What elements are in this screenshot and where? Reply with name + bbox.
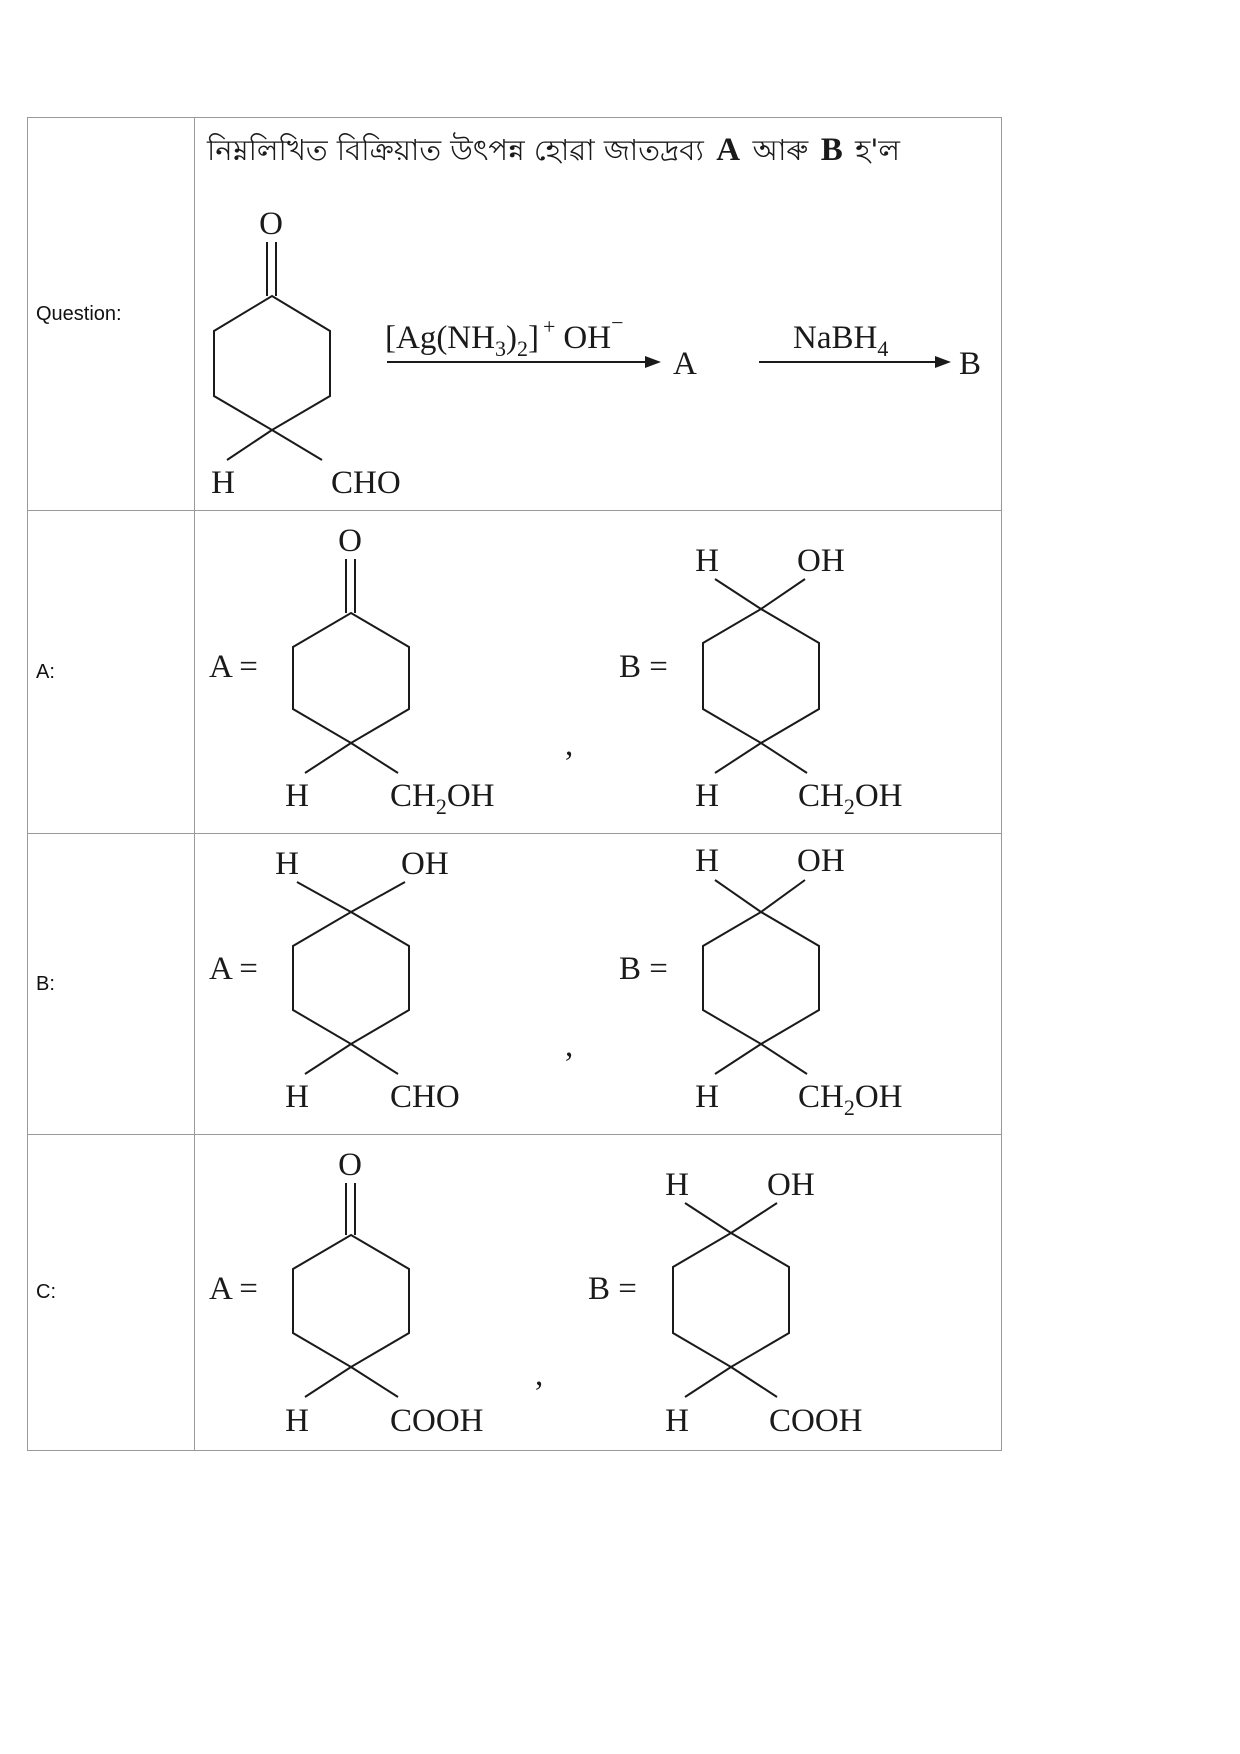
- question-product-b: B: [821, 132, 843, 168]
- svg-text:OH: OH: [767, 1167, 815, 1203]
- option-a-content: A = O H CH2OH , B = H OH: [194, 510, 1002, 834]
- row-label-c: C:: [27, 1134, 195, 1451]
- question-row: Question: নিম্নলিখিত বিক্ৰিয়াত উৎপন্ন হ…: [27, 117, 1002, 511]
- option-a-separator: ,: [565, 727, 573, 763]
- option-b-structure-b: H OH H CH2OH: [695, 843, 902, 1120]
- substrate-structure: O H CHO: [211, 206, 401, 501]
- option-c-content: A = O H COOH , B = H OH: [194, 1134, 1002, 1451]
- svg-text:H: H: [275, 846, 299, 882]
- option-b-figure: A = H OH H CHO , B = H OH: [209, 843, 903, 1120]
- question-text: নিম্নলিখিত বিক্ৰিয়াত উৎপন্ন হোৱা জাতদ্ৰ…: [206, 132, 900, 168]
- svg-text:H: H: [285, 1079, 309, 1115]
- question-text-tail: হ'ল: [854, 133, 900, 167]
- question-table: Question: নিম্নলিখিত বিক্ৰিয়াত উৎপন্ন হ…: [27, 117, 1002, 1451]
- svg-text:CHO: CHO: [390, 1079, 460, 1115]
- svg-text:H: H: [285, 778, 309, 814]
- substrate-ring: [213, 294, 331, 432]
- row-label-b: B:: [27, 833, 195, 1135]
- question-product-a: A: [716, 132, 740, 168]
- svg-text:H: H: [695, 1079, 719, 1115]
- option-b-separator: ,: [565, 1028, 573, 1064]
- svg-text:OH: OH: [797, 843, 845, 879]
- svg-text:O: O: [338, 523, 362, 559]
- option-row-c[interactable]: C: A = O H COOH , B = H OH: [27, 1134, 1002, 1451]
- option-b-b-label: B =: [619, 951, 668, 987]
- row-label-a: A:: [27, 510, 195, 834]
- option-a-figure: A = O H CH2OH , B = H OH: [209, 523, 903, 819]
- reagent-tollens: [Ag(NH3)2]+OH−: [385, 310, 624, 361]
- option-a-structure-b: H OH H CH2OH: [695, 543, 902, 819]
- question-conjunction: আৰু: [752, 133, 810, 167]
- svg-text:COOH: COOH: [390, 1403, 484, 1439]
- svg-text:H: H: [285, 1403, 309, 1439]
- substrate-right-sub: CHO: [331, 465, 401, 501]
- option-a-b-label: B =: [619, 649, 668, 685]
- row-label-question: Question:: [27, 117, 195, 511]
- svg-text:O: O: [338, 1147, 362, 1183]
- question-content: নিম্নলিখিত বিক্ৰিয়াত উৎপন্ন হোৱা জাতদ্ৰ…: [194, 117, 1002, 511]
- option-row-a[interactable]: A: A = O H CH2OH , B = H OH: [27, 510, 1002, 834]
- option-a-structure-a: O H CH2OH: [285, 523, 494, 819]
- svg-text:H: H: [695, 778, 719, 814]
- question-figure: নিম্নলিখিত বিক্ৰিয়াত উৎপন্ন হোৱা জাতদ্ৰ…: [206, 132, 981, 501]
- option-a-a-label: A =: [209, 649, 258, 685]
- option-c-figure: A = O H COOH , B = H OH: [209, 1147, 863, 1439]
- substrate-left-sub: H: [211, 465, 235, 501]
- svg-text:OH: OH: [401, 846, 449, 882]
- substrate-top-atom: O: [259, 206, 283, 242]
- svg-text:OH: OH: [797, 543, 845, 579]
- svg-text:H: H: [665, 1167, 689, 1203]
- reagent-nabh4: NaBH4: [793, 320, 888, 361]
- svg-text:H: H: [695, 843, 719, 879]
- svg-text:CH2OH: CH2OH: [390, 778, 495, 819]
- option-b-structure-a: H OH H CHO: [275, 846, 460, 1115]
- svg-text:CH2OH: CH2OH: [798, 1079, 903, 1120]
- option-c-structure-b: H OH H COOH: [665, 1167, 862, 1439]
- final-product-label: B: [959, 346, 981, 382]
- option-c-separator: ,: [535, 1357, 543, 1393]
- option-row-b[interactable]: B: A = H OH H CHO , B = H: [27, 833, 1002, 1135]
- svg-text:H: H: [695, 543, 719, 579]
- option-b-content: A = H OH H CHO , B = H OH: [194, 833, 1002, 1135]
- svg-text:CH2OH: CH2OH: [798, 778, 903, 819]
- svg-text:H: H: [665, 1403, 689, 1439]
- option-c-structure-a: O H COOH: [285, 1147, 483, 1439]
- option-c-b-label: B =: [588, 1271, 637, 1307]
- svg-text:COOH: COOH: [769, 1403, 863, 1439]
- option-b-a-label: A =: [209, 951, 258, 987]
- option-c-a-label: A =: [209, 1271, 258, 1307]
- question-text-bengali: নিম্নলিখিত বিক্ৰিয়াত উৎপন্ন হোৱা জাতদ্ৰ…: [206, 132, 704, 167]
- intermediate-label: A: [673, 346, 697, 382]
